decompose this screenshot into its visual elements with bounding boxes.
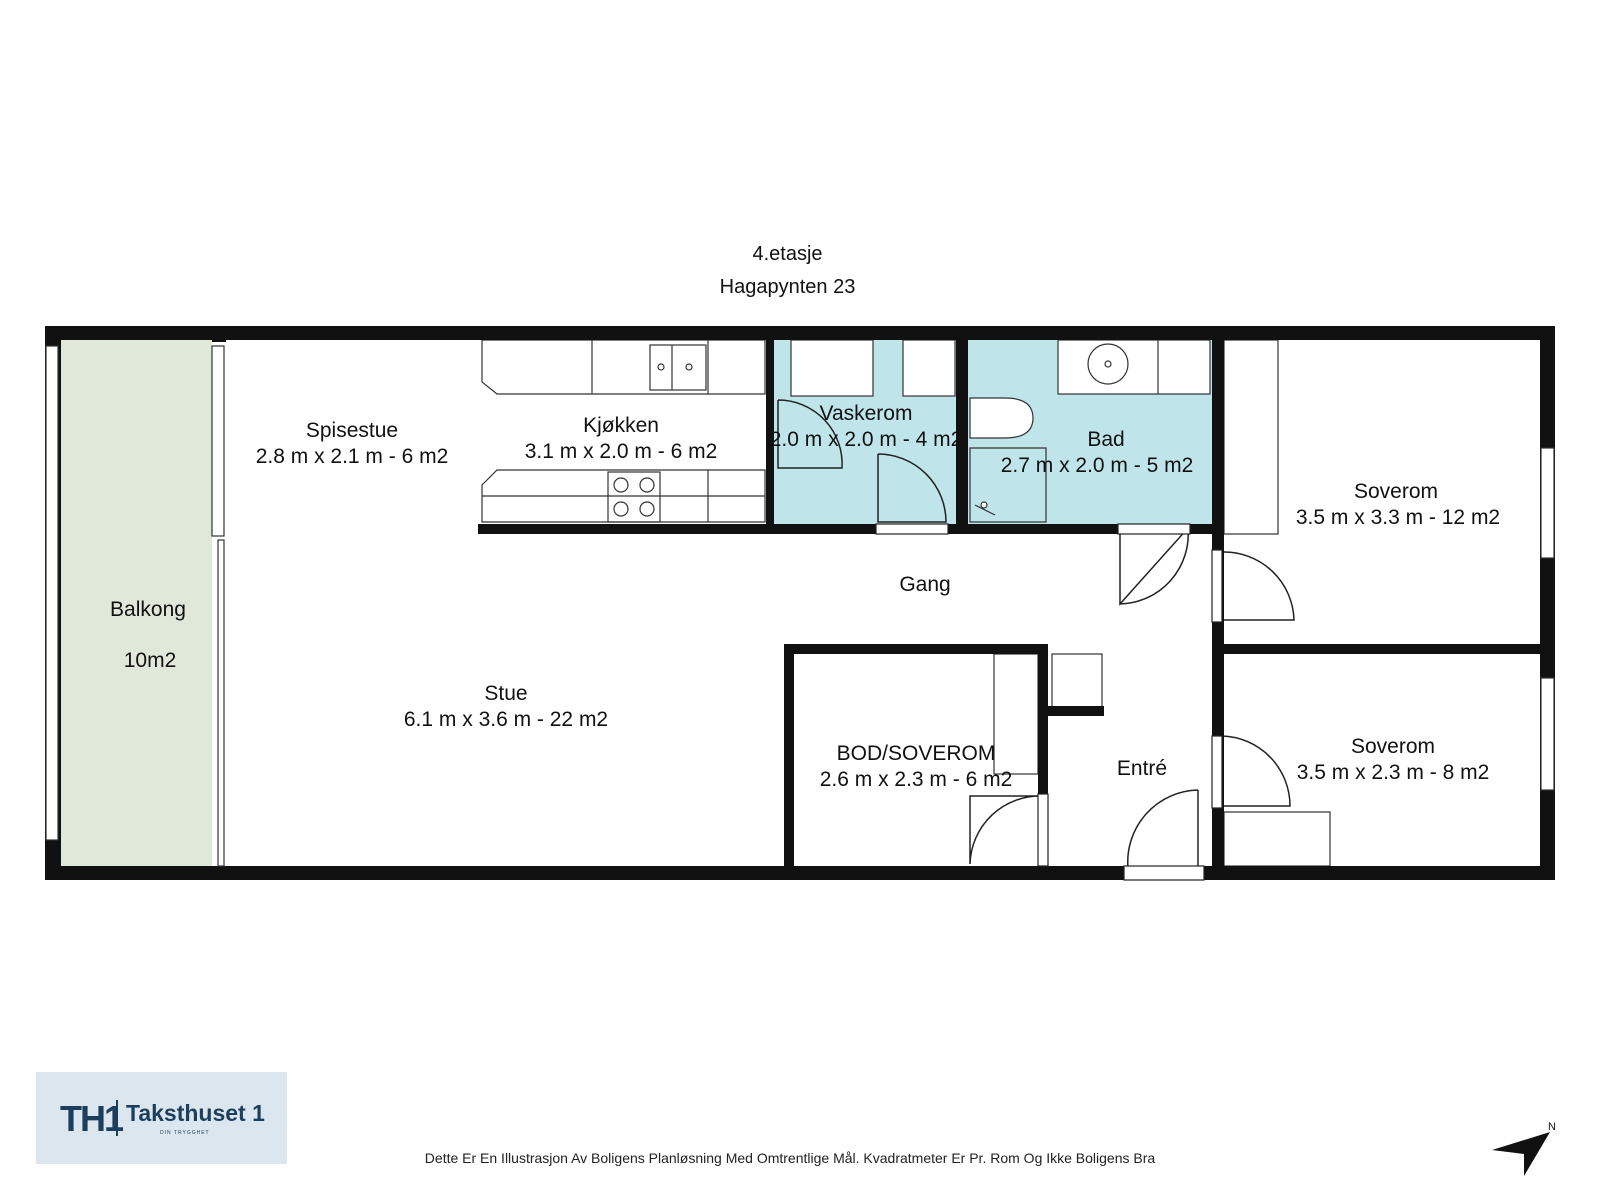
logo-tagline: DIN TRYGGHET [160,1130,210,1136]
stue-size: 6.1 m x 3.6 m - 22 m2 [404,708,608,731]
shower-head-icon [980,501,988,509]
kjokken-name: Kjøkken [583,414,659,437]
bathroom-fixtures [969,339,1211,523]
bad-size: 2.7 m x 2.0 m - 5 m2 [1001,454,1194,477]
door-vaskerom-1 [777,399,843,469]
cooktop-icon [607,471,661,523]
door-bod [969,795,1043,865]
wall-bod-left [784,644,794,874]
window-spisestue [211,345,225,537]
vaskerom-name: Vaskerom [820,402,913,425]
logo-name: Taksthuset 1 [126,1100,265,1126]
logo-separator [116,1100,118,1136]
washer-icon [790,339,874,397]
balkong-name: Balkong [110,598,186,621]
soverom-2-name: Soverom [1351,735,1435,758]
door-vaskerom-2 [877,453,947,523]
shower-area [969,447,1047,523]
balkong-size: 10m2 [124,649,177,672]
wall-kitchen-vaskerom [766,338,774,526]
dryer-icon [902,339,956,397]
wall-bod-right [1038,644,1048,874]
company-logo: TH1 Taksthuset 1 DIN TRYGGHET [36,1072,287,1164]
vaskerom-size: 2.0 m x 2.0 m - 4 m2 [770,428,963,451]
door-soverom-2 [1221,735,1291,807]
balcony-door [217,539,225,867]
bod-name: BOD/SOVEROM [837,742,996,765]
north-arrow-icon: N [1492,1121,1556,1176]
bathroom-counter [1057,339,1211,395]
north-arrow-shape [1492,1132,1550,1176]
bad-name: Bad [1087,428,1124,451]
window-soverom-1 [1540,447,1555,559]
wall-between-bedrooms [1218,644,1548,654]
wall-bod-top [784,644,1046,654]
toilet-icon [969,397,1034,439]
wall-right [1540,326,1555,880]
floor-title: 4.etasje [752,243,823,265]
sink-icon [649,344,707,391]
spisestue-name: Spisestue [306,419,398,442]
entre-name: Entré [1117,757,1167,780]
door-entre [1127,789,1199,869]
wall-vaskerom-bad [956,338,968,526]
window-balcony [45,345,59,841]
gang-name: Gang [899,573,950,596]
wall-balcony-top-stub [212,326,226,342]
disclaimer-text: Dette Er En Illustrasjon Av Boligens Pla… [424,1150,1156,1166]
soverom-1-name: Soverom [1354,480,1438,503]
soverom-1-size: 3.5 m x 3.3 m - 12 m2 [1296,506,1500,529]
door-openings [875,523,1223,881]
wall-bottom [45,866,1555,880]
stue-name: Stue [484,682,527,705]
soverom-2-size: 3.5 m x 2.3 m - 8 m2 [1297,761,1490,784]
wall-top [45,326,1555,340]
balcony-area [60,338,212,866]
laundry-fixtures [790,339,956,397]
wall-kitchen-bottom [478,524,1218,534]
logo-mark: TH1 [60,1098,124,1139]
address-title: Hagapynten 23 [719,276,856,298]
wall-entre-stub [1046,706,1104,716]
window-soverom-2 [1540,677,1555,791]
windows [45,345,1555,867]
bod-size: 2.6 m x 2.3 m - 6 m2 [820,768,1013,791]
kjokken-size: 3.1 m x 2.0 m - 6 m2 [525,440,718,463]
door-soverom-1 [1221,551,1295,621]
north-label: N [1548,1121,1556,1133]
spisestue-size: 2.8 m x 2.1 m - 6 m2 [256,445,449,468]
